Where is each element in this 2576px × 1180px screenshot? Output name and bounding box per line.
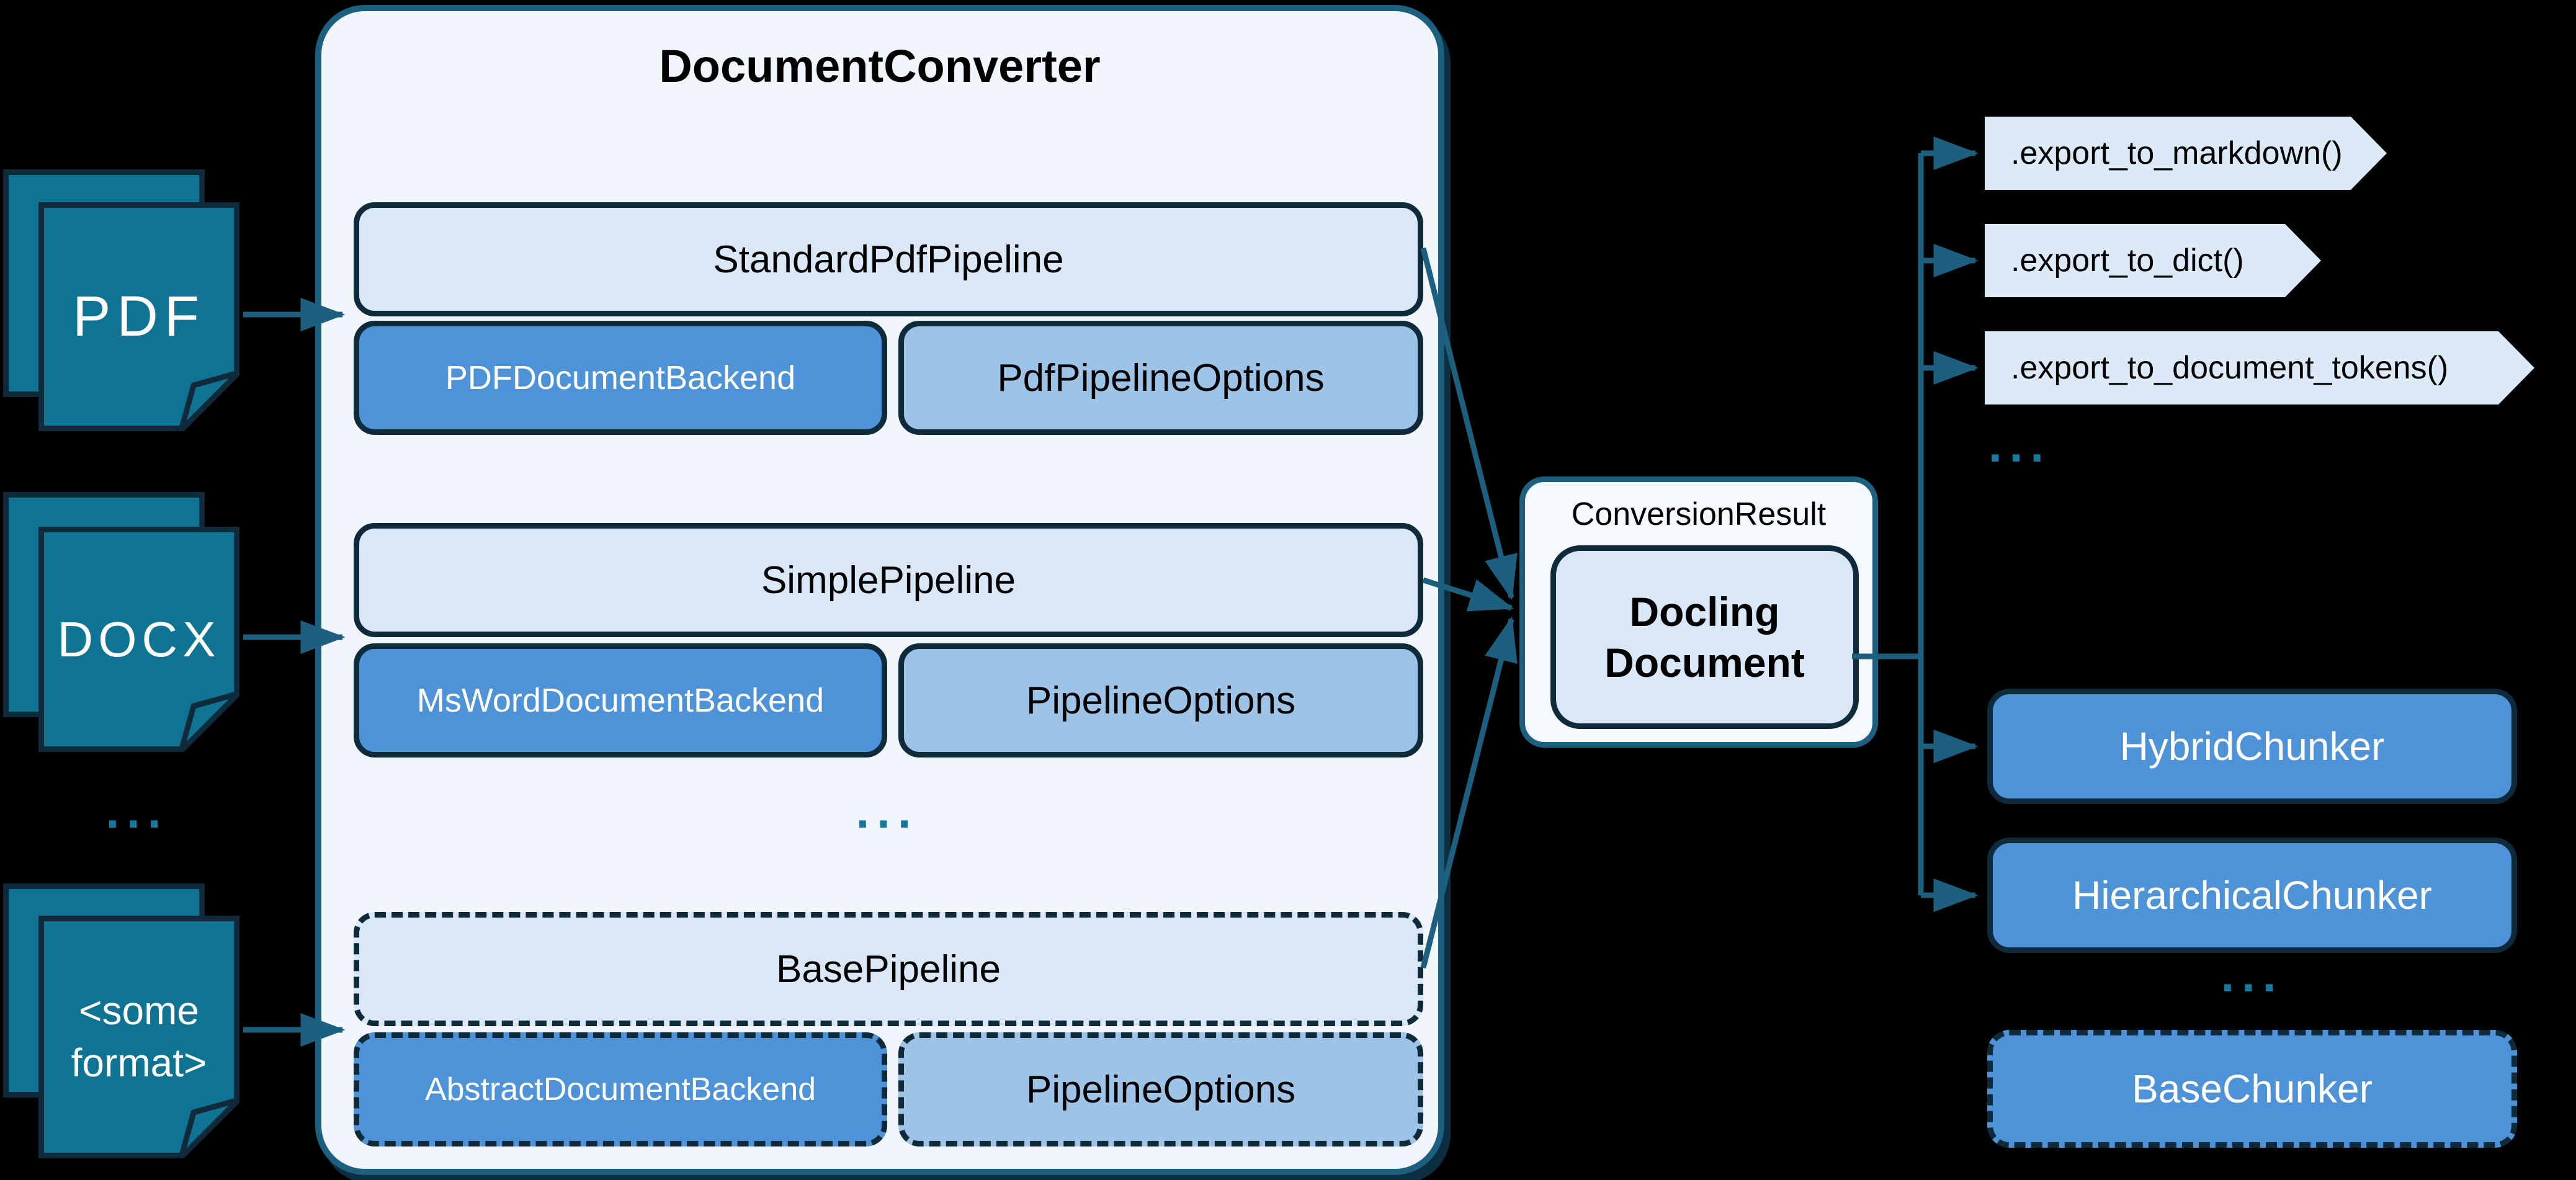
conversion-result-box: ConversionResult Docling Document	[1519, 476, 1878, 748]
docx-label: DOCX	[57, 611, 221, 667]
pipeline-base: BasePipeline	[354, 912, 1423, 1026]
hierarchical-chunker-box: HierarchicalChunker	[1987, 838, 2517, 953]
options-pdf-pipeline: PdfPipelineOptions	[898, 321, 1423, 435]
chunkers-ellipsis: ...	[2220, 947, 2284, 1002]
pdf-label: PDF	[73, 285, 205, 348]
export-to-dict-label: .export_to_dict()	[2011, 243, 2244, 279]
pipeline-standard-pdf: StandardPdfPipeline	[354, 202, 1423, 316]
exports-ellipsis: ...	[1988, 418, 2052, 472]
conversion-result-label: ConversionResult	[1571, 496, 1827, 532]
backend-pdf-document: PDFDocumentBackend	[354, 321, 887, 435]
export-to-markdown-label: .export_to_markdown()	[2011, 135, 2343, 171]
backend-msword-document: MsWordDocumentBackend	[354, 643, 887, 758]
some-format-label: <some format>	[71, 988, 207, 1085]
export-to-document-tokens-banner: .export_to_document_tokens()	[1985, 331, 2534, 405]
pipeline-simple: SimplePipeline	[354, 523, 1423, 637]
docx-folded-corner-icon	[177, 690, 239, 752]
backend-abstract-document: AbstractDocumentBackend	[354, 1032, 887, 1146]
document-converter-title: DocumentConverter	[659, 40, 1101, 92]
docling-document-label: Docling Document	[1604, 588, 1805, 686]
pdf-folded-corner-icon	[177, 369, 239, 431]
options-pipeline-base: PipelineOptions	[898, 1032, 1423, 1146]
inputs-ellipsis: ...	[105, 784, 169, 838]
base-chunker-box: BaseChunker	[1987, 1030, 2517, 1148]
converter-ellipsis: ...	[856, 784, 919, 838]
hybrid-chunker-box: HybridChunker	[1987, 689, 2517, 804]
options-pipeline: PipelineOptions	[898, 643, 1423, 758]
export-to-dict-banner: .export_to_dict()	[1985, 224, 2321, 297]
export-to-document-tokens-label: .export_to_document_tokens()	[2011, 350, 2449, 386]
export-to-markdown-banner: .export_to_markdown()	[1985, 117, 2387, 190]
docling-document-box: Docling Document	[1550, 545, 1859, 729]
some-format-folded-corner-icon	[177, 1096, 239, 1158]
